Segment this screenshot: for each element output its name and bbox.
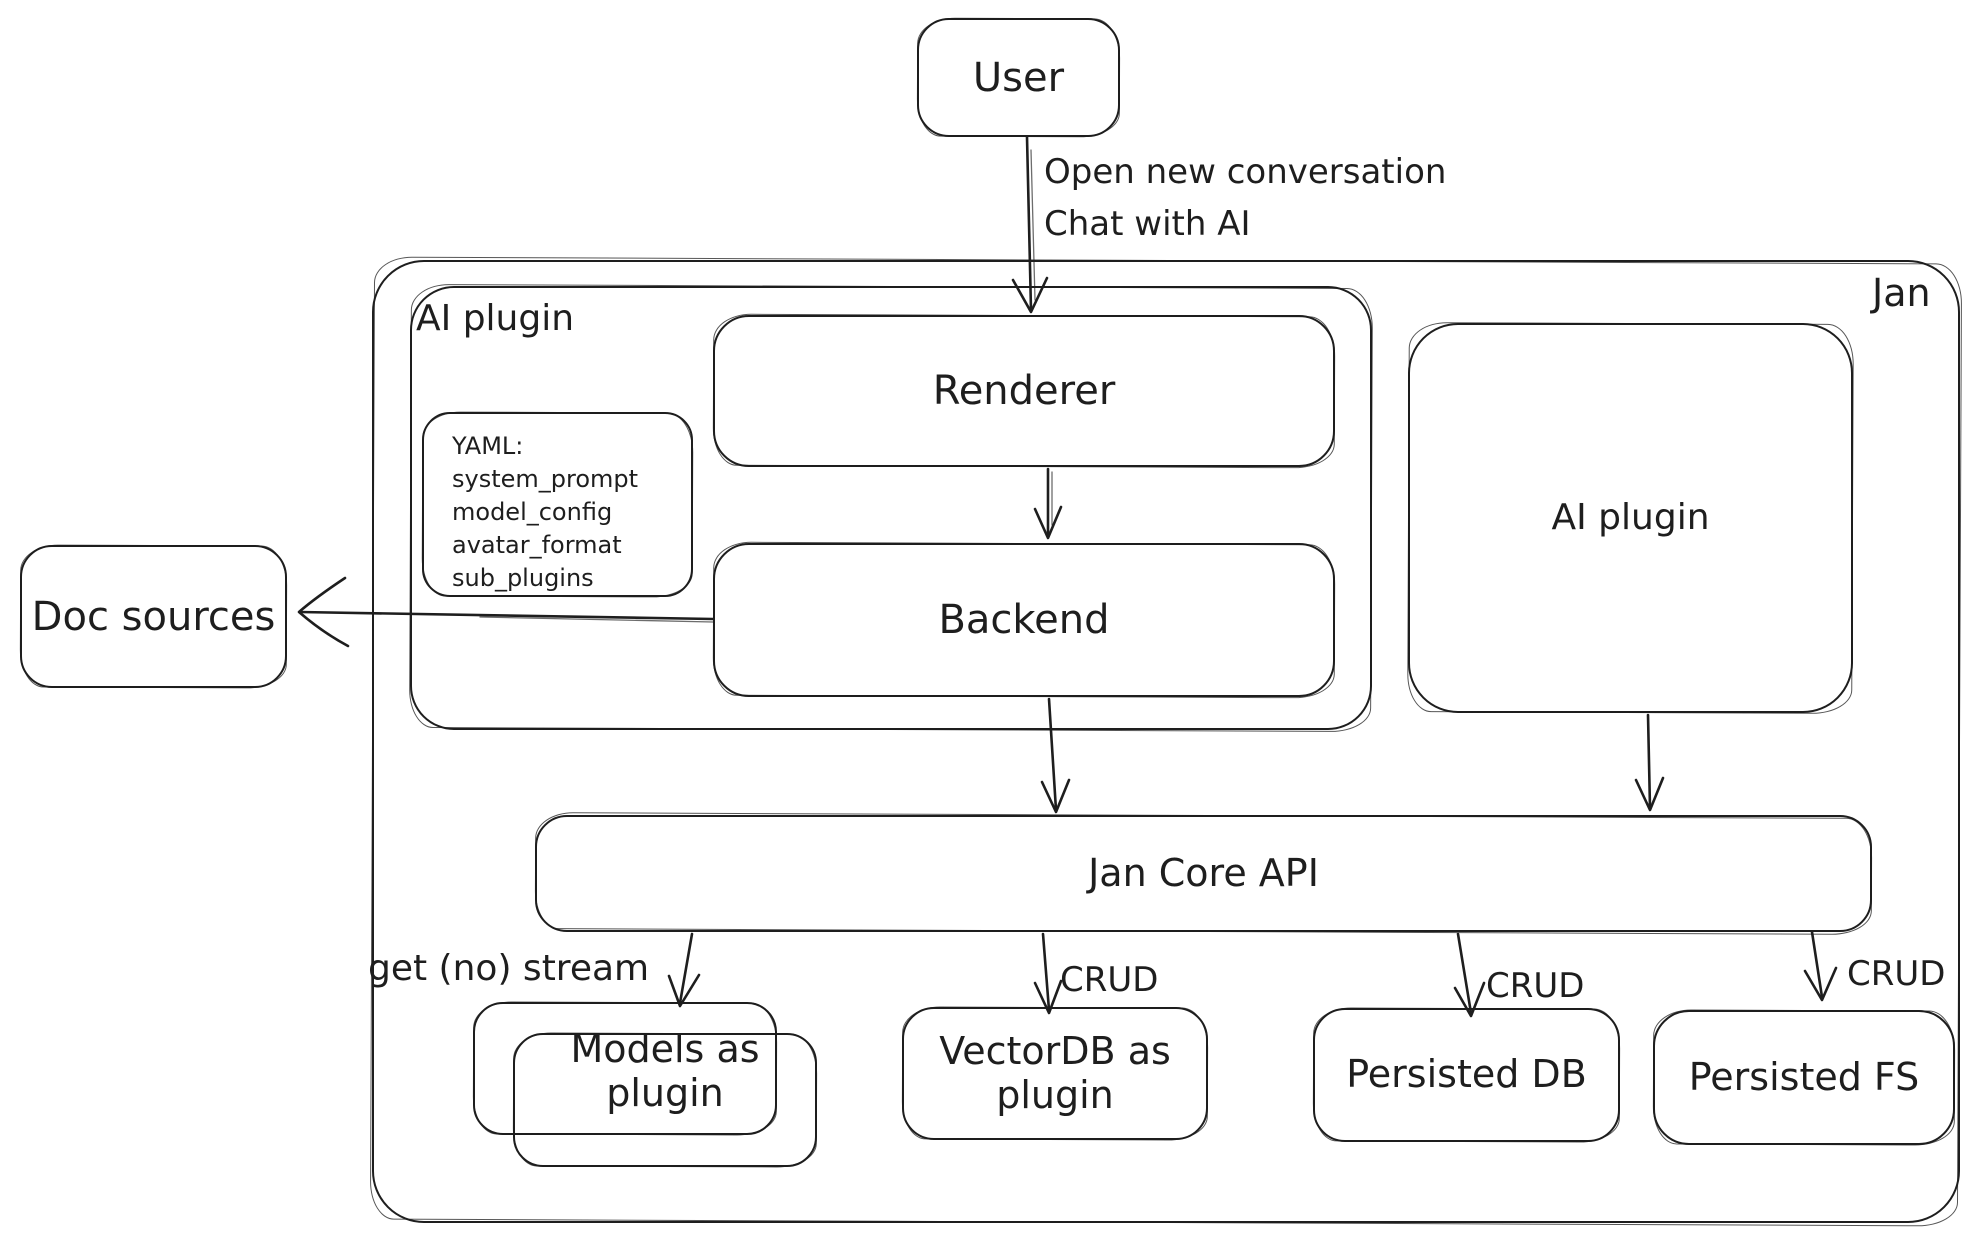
node-ai-plugin: AI plugin <box>1408 323 1853 713</box>
node-persisted-fs-label: Persisted FS <box>1688 1054 1920 1099</box>
jan-container-label: Jan <box>1872 271 1931 315</box>
node-backend-label: Backend <box>938 597 1110 643</box>
edge-label-chat-with-ai: Chat with AI <box>1044 204 1251 244</box>
edge-label-crud-persisted-fs: CRUD <box>1847 954 1946 994</box>
node-jan-core-api: Jan Core API <box>535 815 1872 932</box>
node-persisted-db: Persisted DB <box>1313 1008 1620 1142</box>
node-persisted-fs: Persisted FS <box>1653 1010 1955 1145</box>
edge-label-crud-vectordb: CRUD <box>1060 960 1159 1000</box>
edge-label-crud-persisted-db: CRUD <box>1486 966 1585 1006</box>
node-vectordb-as-plugin-label: VectorDB as plugin <box>939 1028 1171 1117</box>
node-models-as-plugin-label: Models as plugin <box>570 1027 760 1115</box>
node-persisted-db-label: Persisted DB <box>1346 1052 1587 1097</box>
node-renderer: Renderer <box>713 315 1335 467</box>
edge-label-open-new-conversation: Open new conversation <box>1044 152 1447 192</box>
node-user: User <box>917 18 1120 137</box>
node-vectordb-as-plugin: VectorDB as plugin <box>902 1007 1208 1140</box>
node-ai-plugin-label: AI plugin <box>1551 497 1710 539</box>
jan-container <box>372 260 1960 1223</box>
node-models-as-plugin: Models as plugin <box>513 1027 817 1167</box>
node-doc-sources: Doc sources <box>20 545 287 688</box>
node-user-label: User <box>972 54 1065 101</box>
yaml-note-text: YAML: system_prompt model_config avatar_… <box>452 432 639 592</box>
node-doc-sources-label: Doc sources <box>31 593 276 640</box>
node-jan-core-api-label: Jan Core API <box>1088 850 1319 895</box>
edge-label-get-no-stream: get (no) stream <box>368 948 650 989</box>
node-renderer-label: Renderer <box>932 368 1116 414</box>
node-yaml-note: YAML: system_prompt model_config avatar_… <box>422 412 693 597</box>
ai-plugin-container-label: AI plugin <box>416 298 575 339</box>
node-backend: Backend <box>713 543 1335 697</box>
ai-plugin-container <box>410 286 1372 730</box>
